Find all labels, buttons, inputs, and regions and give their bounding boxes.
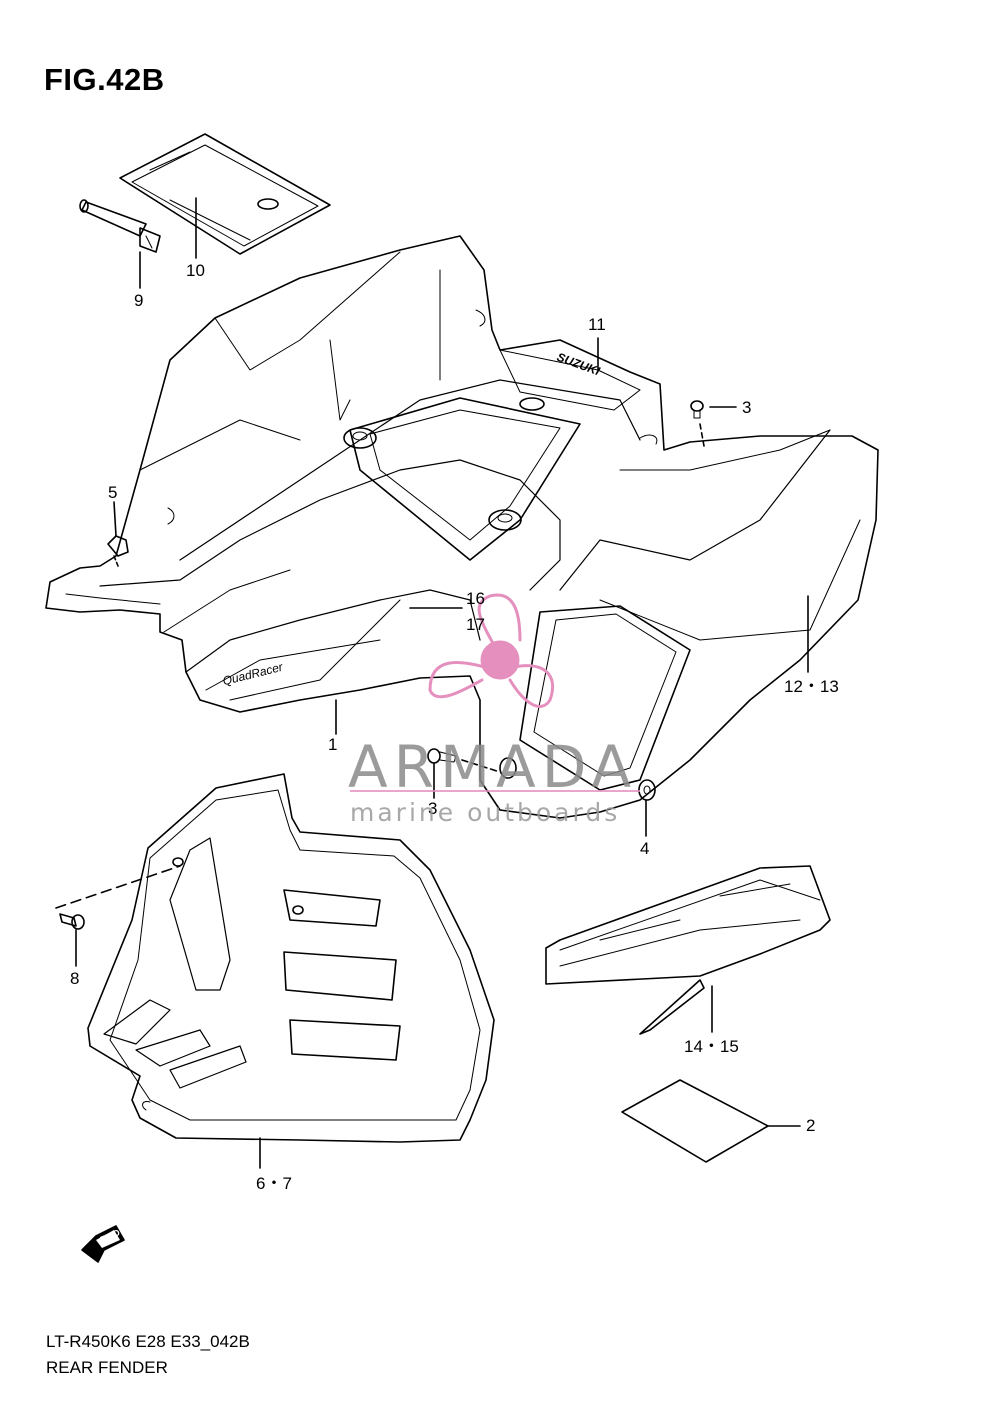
watermark-brand: ARMADA: [348, 733, 638, 801]
callout-11: 11: [588, 315, 606, 334]
watermark-tagline: marine outboards: [350, 798, 621, 827]
callout-3-mid: 3: [428, 799, 438, 818]
callout-6-7: 6・7: [256, 1174, 292, 1193]
fwd-arrow-icon: [81, 1225, 125, 1263]
callout-8: 8: [70, 969, 80, 988]
part-2-label-sheet: [621, 1079, 769, 1163]
part-3-screw-top: [690, 400, 705, 447]
callout-4: 4: [640, 839, 650, 858]
part-8-screw: [55, 865, 181, 930]
part-6-7-side-panel: [87, 773, 495, 1143]
figure-title: FIG.42B: [44, 62, 165, 97]
callout-9: 9: [134, 291, 144, 310]
part-9-pin: [79, 199, 161, 253]
part-3-screw-mid: [427, 748, 501, 773]
callout-1: 1: [328, 735, 338, 754]
callout-2: 2: [806, 1116, 816, 1135]
model-code: LT-R450K6 E28 E33_042B: [46, 1332, 250, 1351]
callout-16: 16: [466, 589, 485, 608]
watermark-divider: [350, 790, 640, 792]
callout-14-15: 14・15: [684, 1037, 739, 1056]
callout-3-top: 3: [742, 398, 752, 417]
part-14-15-decal: [545, 865, 831, 1035]
callout-5: 5: [108, 483, 118, 502]
part-10-seat-pad: [119, 133, 331, 255]
propeller-logo-icon: [428, 593, 555, 708]
callout-12-13: 12・13: [784, 677, 839, 696]
part-5-clip: [107, 535, 129, 567]
leader-5: [113, 501, 117, 537]
callout-10: 10: [186, 261, 205, 280]
callout-17: 17: [466, 615, 485, 634]
part-1-rear-fender: [45, 235, 879, 819]
section-name: REAR FENDER: [46, 1358, 168, 1377]
